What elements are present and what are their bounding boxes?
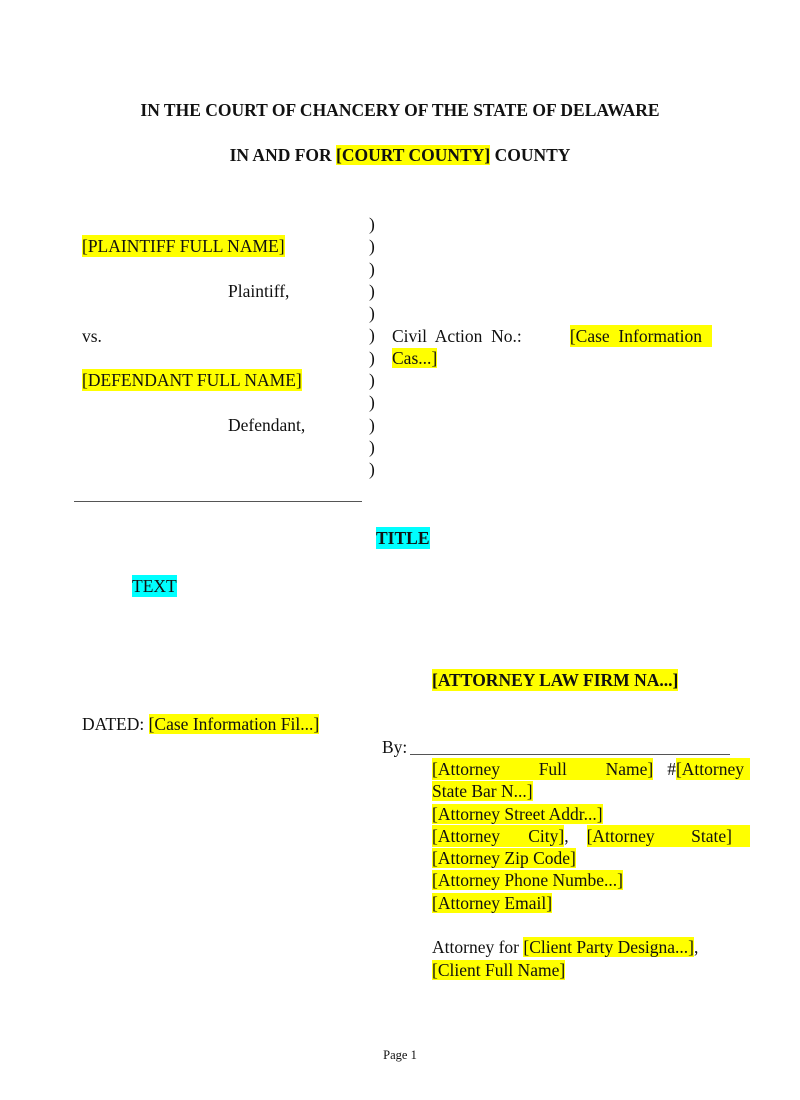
state-part: State] xyxy=(691,825,732,846)
paren: ) xyxy=(369,392,375,413)
attorney-info-block: [Attorney Full Name] #[Attorney State Ba… xyxy=(432,758,750,981)
county-prefix: IN AND FOR xyxy=(229,145,337,165)
bar-number-prefix: # xyxy=(667,759,676,779)
paren: ) xyxy=(369,370,375,391)
phone-field[interactable]: [Attorney Phone Numbe...] xyxy=(432,870,624,891)
client-party-field[interactable]: [Client Party Designa...] xyxy=(523,937,694,958)
street-address-field[interactable]: [Attorney Street Addr...] xyxy=(432,803,603,824)
civil-action-block: Civil Action No.: [Case Information Cas.… xyxy=(392,325,712,369)
document-text-field[interactable]: TEXT xyxy=(132,575,177,597)
city-part: [Attorney xyxy=(432,825,501,846)
city-part: City] xyxy=(528,825,565,846)
zip-code-field[interactable]: [Attorney Zip Code] xyxy=(432,848,576,869)
law-firm-field[interactable]: [ATTORNEY LAW FIRM NA...] xyxy=(432,669,679,691)
county-heading: IN AND FOR [COURT COUNTY] COUNTY xyxy=(0,145,800,166)
court-heading: IN THE COURT OF CHANCERY OF THE STATE OF… xyxy=(140,100,660,120)
city-separator: , xyxy=(564,825,569,846)
paren: ) xyxy=(369,347,375,368)
dated-line: DATED: [Case Information Fil...] xyxy=(82,713,320,735)
signature-line[interactable] xyxy=(410,754,730,755)
paren: ) xyxy=(369,214,375,234)
attorney-name-part: [Attorney xyxy=(432,759,501,779)
attorney-name-part: Full xyxy=(538,759,567,779)
caption-divider xyxy=(74,501,362,502)
attorney-name-line: [Attorney Full Name] #[Attorney xyxy=(432,758,750,781)
paren: ) xyxy=(369,303,375,324)
paren: ) xyxy=(369,436,375,457)
bar-number-field-cont[interactable]: State Bar N...] xyxy=(432,781,533,802)
city-field[interactable]: [Attorney City] xyxy=(432,824,565,848)
caption-paren-column: ) ) ) ) ) ) ) ) ) ) ) ) xyxy=(369,213,375,481)
by-label: By: xyxy=(382,737,408,757)
county-suffix: COUNTY xyxy=(490,145,571,165)
paren: ) xyxy=(369,414,375,435)
page-number: Page 1 xyxy=(383,1048,417,1062)
dated-field[interactable]: [Case Information Fil...] xyxy=(148,714,320,734)
civil-action-label: Civil Action No.: xyxy=(392,326,522,346)
document-title-field[interactable]: TITLE xyxy=(376,527,430,549)
paren: ) xyxy=(369,280,375,301)
defendant-label: Defendant, xyxy=(228,415,306,435)
versus-label: vs. xyxy=(82,326,102,346)
paren: ) xyxy=(369,459,375,480)
plaintiff-label: Plaintiff, xyxy=(228,281,290,301)
civil-action-field[interactable]: [Case Information xyxy=(569,325,712,347)
city-state-line: [Attorney City] , [Attorney State] xyxy=(432,824,750,848)
paren: ) xyxy=(369,258,375,279)
court-county-field[interactable]: [COURT COUNTY] xyxy=(336,145,491,165)
paren: ) xyxy=(369,325,375,346)
client-name-field[interactable]: [Client Full Name] xyxy=(432,959,566,980)
defendant-name-field[interactable]: [DEFENDANT FULL NAME] xyxy=(82,369,302,391)
attorney-name-field[interactable]: [Attorney Full Name] xyxy=(432,758,654,781)
attorney-for-label: Attorney for xyxy=(432,937,524,958)
attorney-for-line: Attorney for [Client Party Designa...], xyxy=(432,936,750,958)
paren: ) xyxy=(369,236,375,257)
client-party-suffix: , xyxy=(693,937,699,958)
email-field[interactable]: [Attorney Email] xyxy=(432,892,553,913)
bar-number-field[interactable]: [Attorney xyxy=(675,758,750,781)
state-part: [Attorney xyxy=(586,825,655,846)
attorney-name-part: Name] xyxy=(605,759,654,779)
dated-label: DATED: xyxy=(82,714,149,734)
civil-action-field-cont[interactable]: Cas...] xyxy=(392,348,438,369)
plaintiff-name-field[interactable]: [PLAINTIFF FULL NAME] xyxy=(82,235,285,257)
state-field[interactable]: [Attorney State] xyxy=(586,824,750,848)
